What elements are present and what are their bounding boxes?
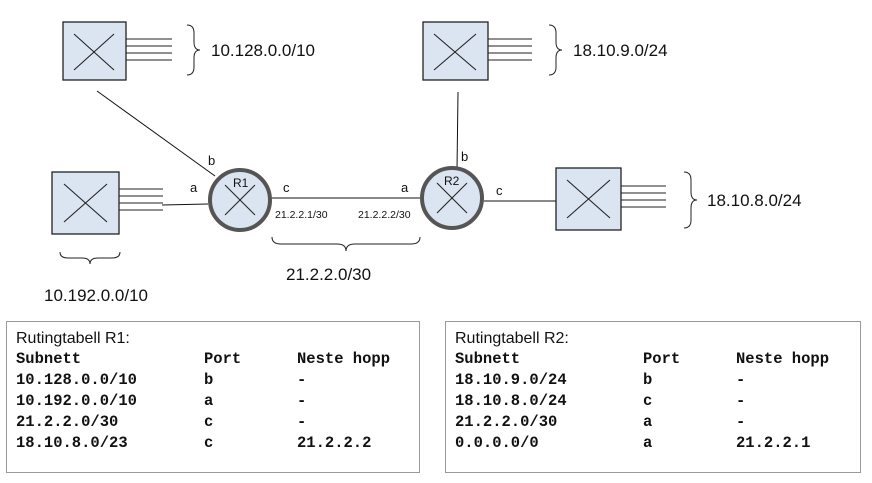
switch-ports-icon [119, 188, 163, 211]
table-row: 0.0.0.0/0 a 21.2.2.1 [455, 433, 829, 454]
cell-subnet: 10.192.0.0/10 [16, 392, 137, 410]
table-row: 10.192.0.0/10 a - [16, 391, 390, 412]
link-r1-b-switch [96, 90, 216, 177]
switch-cross [566, 179, 611, 219]
r1-port-b-label: b [208, 153, 215, 168]
column-header-subnet: Subnett [455, 350, 521, 368]
network-label-r2-right: 18.10.8.0/24 [707, 191, 802, 210]
router-r2: R2 [420, 166, 484, 230]
switch-cross [73, 33, 115, 71]
r1-port-c-label: c [283, 180, 290, 195]
cell-next-hop: 21.2.2.1 [736, 434, 811, 452]
cell-subnet: 10.128.0.0/10 [16, 371, 137, 389]
cell-port: b [643, 371, 653, 389]
column-header-next-hop: Neste hopp [736, 350, 830, 368]
column-header-port: Port [643, 350, 681, 368]
routing-table-r1-grid: Subnett Port Neste hopp 10.128.0.0/10 b … [16, 349, 390, 454]
r2-port-a-label: a [401, 180, 409, 195]
routing-table-r1-title: Rutingtabell R1: [16, 330, 130, 347]
switch-top-left [62, 21, 172, 81]
cell-next-hop: - [297, 392, 307, 410]
links [96, 90, 556, 206]
switch-cross [63, 183, 108, 223]
switch-left [51, 171, 163, 235]
brace-lan-r2-top [548, 24, 563, 76]
cell-port: a [643, 434, 653, 452]
cell-subnet: 18.10.8.0/23 [16, 434, 128, 452]
table-row: 18.10.8.0/23 c 21.2.2.2 [16, 433, 390, 454]
switch-top-right [422, 21, 532, 81]
cell-subnet: 21.2.2.0/30 [16, 413, 119, 431]
switch-right [555, 167, 666, 231]
r2-port-c-label: c [496, 183, 503, 198]
switch-ports-icon [621, 185, 666, 208]
cell-port: c [643, 392, 653, 410]
cell-port: a [204, 392, 214, 410]
cell-port: c [204, 413, 214, 431]
column-header-port: Port [204, 350, 242, 368]
r2-ip-a-label: 21.2.2.2/30 [358, 209, 411, 221]
link-r2-b-switch [456, 91, 459, 171]
table-row: 21.2.2.0/30 c - [16, 412, 390, 433]
brace-lan-r1-left [59, 251, 121, 265]
cell-port: b [204, 371, 214, 389]
router-cross [224, 184, 256, 216]
table-header-row: Subnett Port Neste hopp [455, 349, 829, 370]
brace-lan-r1-top [186, 24, 201, 76]
table-row: 10.128.0.0/10 b - [16, 370, 390, 391]
switch-ports-icon [126, 38, 172, 61]
router-r2-name: R2 [444, 174, 460, 188]
cell-next-hop: - [736, 392, 746, 410]
table-header-row: Subnett Port Neste hopp [16, 349, 390, 370]
column-header-subnet: Subnett [16, 350, 82, 368]
cell-subnet: 21.2.2.0/30 [455, 413, 558, 431]
link-r1-a-switch [161, 203, 209, 206]
brace-lan-r2-right [683, 171, 698, 229]
network-label-r1-left: 10.192.0.0/10 [44, 286, 148, 305]
network-label-link: 21.2.2.0/30 [286, 265, 371, 284]
switch-cross [433, 33, 477, 71]
cell-subnet: 18.10.9.0/24 [455, 371, 567, 389]
router-r1-name: R1 [233, 176, 249, 190]
brace-link [271, 236, 421, 252]
table-row: 21.2.2.0/30 a - [455, 412, 829, 433]
cell-subnet: 18.10.8.0/24 [455, 392, 567, 410]
cell-next-hop: - [297, 371, 307, 389]
cell-next-hop: 21.2.2.2 [297, 434, 372, 452]
r1-port-a-label: a [190, 180, 198, 195]
cell-subnet: 0.0.0.0/0 [455, 434, 539, 452]
switch-ports-icon [488, 38, 532, 61]
cell-next-hop: - [736, 371, 746, 389]
cell-next-hop: - [736, 413, 746, 431]
r2-port-b-label: b [461, 149, 468, 164]
routing-table-r2-title: Rutingtabell R2: [455, 330, 569, 347]
network-label-r1-top: 10.128.0.0/10 [211, 41, 315, 60]
routing-table-r2-grid: Subnett Port Neste hopp 18.10.9.0/24 b -… [455, 349, 829, 454]
routing-table-r1: Rutingtabell R1: Subnett Port Neste hopp… [6, 321, 420, 473]
table-row: 18.10.9.0/24 b - [455, 370, 829, 391]
column-header-next-hop: Neste hopp [297, 350, 391, 368]
r1-ip-c-label: 21.2.2.1/30 [275, 209, 328, 221]
cell-port: a [643, 413, 653, 431]
cell-port: c [204, 434, 214, 452]
network-label-r2-top: 18.10.9.0/24 [573, 41, 668, 60]
router-cross [436, 182, 468, 214]
routing-table-r2: Rutingtabell R2: Subnett Port Neste hopp… [445, 321, 861, 473]
router-r1: R1 [208, 168, 272, 232]
cell-next-hop: - [297, 413, 307, 431]
table-row: 18.10.8.0/24 c - [455, 391, 829, 412]
braces [59, 24, 698, 265]
